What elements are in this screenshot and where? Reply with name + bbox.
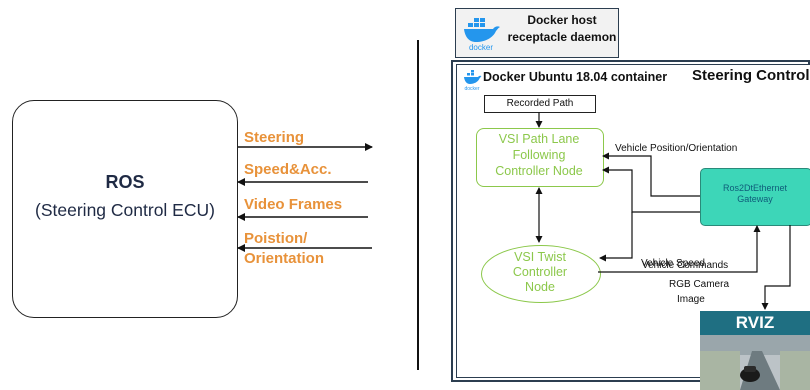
twist-node-line3: Node (525, 280, 555, 294)
docker-host-logo-icon: docker (464, 18, 500, 52)
signal-speed-acc: Speed&Acc. (244, 161, 332, 178)
gateway-to-path-arrow (602, 166, 700, 213)
docker-host-line1: Docker host (527, 13, 597, 27)
docker-host-line2: receptacle daemon (507, 30, 617, 44)
label-rgb-camera: RGB Camera (669, 279, 730, 290)
twist-node-label: VSI Twist Controller Node (481, 250, 599, 295)
ros-title: ROS (105, 172, 145, 192)
signal-position: Poistion/ (244, 230, 308, 247)
gateway-line1: Ros2DtEthernet (722, 183, 788, 193)
rgb-camera-arrow (761, 225, 791, 310)
gateway-line2: Gateway (737, 194, 773, 204)
container-logo-text: docker (464, 86, 479, 92)
path-node-line3: Controller Node (495, 164, 583, 178)
position-arrow-right (602, 152, 700, 197)
divider (417, 40, 419, 370)
container-logo-icon: docker (464, 70, 482, 92)
rviz-panel (700, 311, 810, 390)
docker-host-label: Docker host receptacle daemon (507, 12, 617, 46)
recorded-path-box: Recorded Path (484, 95, 596, 113)
ros-ecu-box (12, 100, 238, 318)
label-image: Image (677, 294, 705, 305)
rviz-title: RVIZ (700, 311, 810, 335)
label-vehicle-speed: Vehicle Speed (641, 258, 705, 269)
steering-control-title: Steering Control (692, 67, 810, 84)
label-vehicle-commands: Vehicle Commands (642, 260, 729, 271)
signal-video-frames: Video Frames (244, 196, 343, 213)
rviz-scene-icon (700, 311, 810, 390)
path-node-line2: Following (512, 148, 566, 162)
twist-node-line1: VSI Twist (514, 250, 566, 264)
signal-orientation: Orientation (244, 250, 325, 267)
twist-node-line2: Controller (512, 265, 568, 279)
path-node-line1: VSI Path Lane (498, 132, 580, 146)
signal-steering: Steering (244, 129, 305, 146)
vehicle-speed-arrow (599, 212, 633, 262)
label-vehicle-position: Vehicle Position/Orientation (615, 143, 738, 154)
vehicle-commands-arrow (598, 225, 761, 273)
container-title: Docker Ubuntu 18.04 container (483, 70, 668, 84)
ros-subtitle: (Steering Control ECU) (35, 200, 215, 220)
twist-controller-node (481, 245, 601, 303)
path-lane-node (476, 128, 604, 187)
gateway-label: Ros2DtEthernet Gateway (700, 183, 810, 205)
docker-host-logo-text: docker (469, 43, 493, 52)
path-lane-node-label: VSI Path Lane Following Controller Node (476, 131, 602, 179)
